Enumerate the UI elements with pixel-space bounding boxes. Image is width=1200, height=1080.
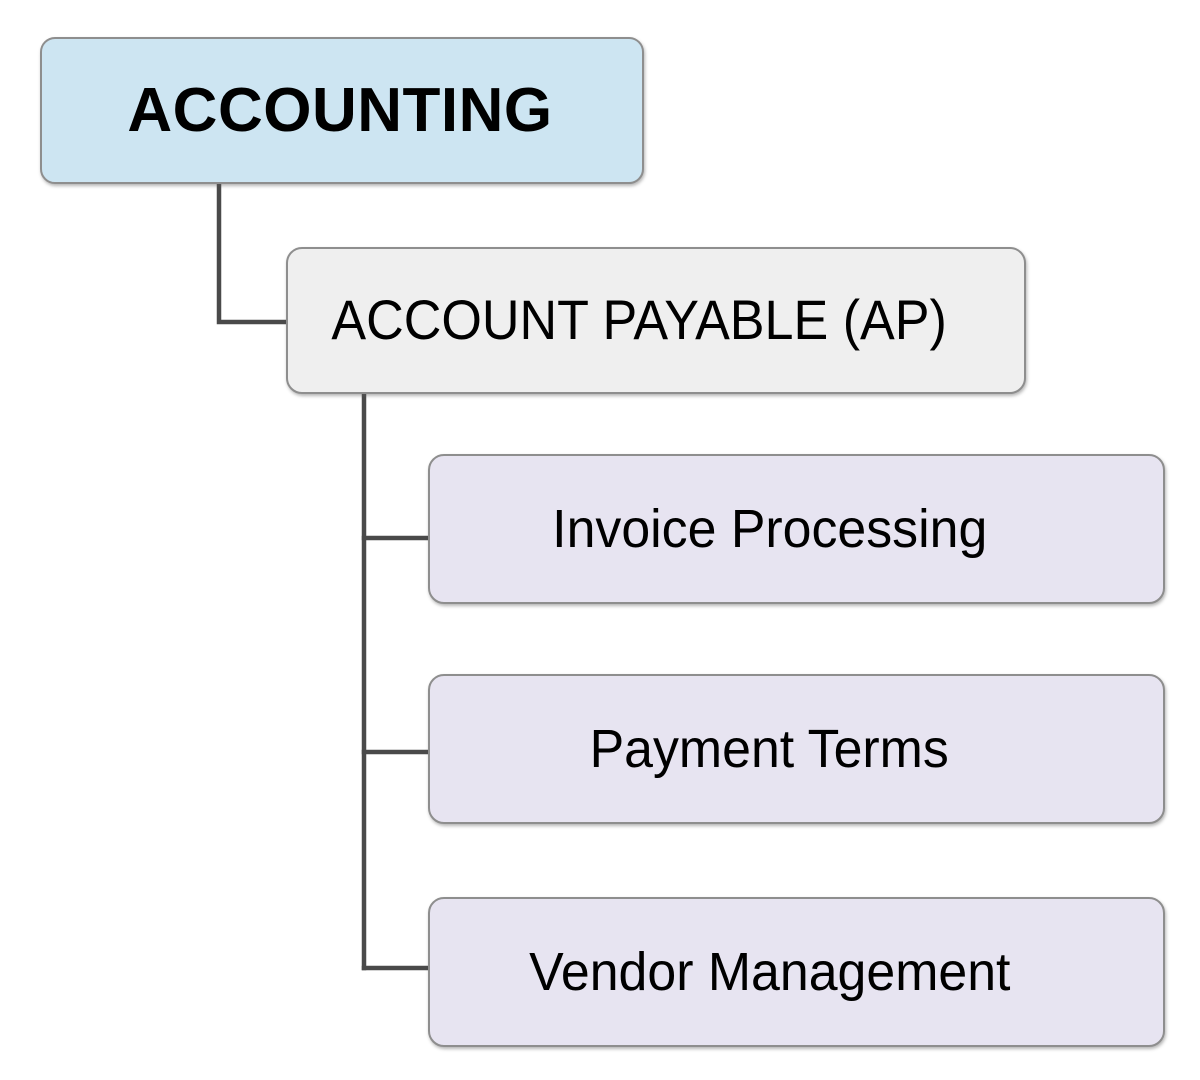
- node-accounting-label: ACCOUNTING: [127, 75, 553, 145]
- edge-accounting-to-account-payable: [216, 182, 293, 325]
- node-accounting[interactable]: ACCOUNTING: [40, 37, 644, 184]
- node-invoice-processing-label: Invoice Processing: [552, 498, 988, 559]
- node-vendor-management[interactable]: Vendor Management: [428, 897, 1165, 1047]
- node-account-payable-label: ACCOUNT PAYABLE (AP): [331, 288, 947, 352]
- node-account-payable[interactable]: ACCOUNT PAYABLE (AP): [286, 247, 1026, 394]
- node-vendor-management-label: Vendor Management: [528, 941, 1011, 1002]
- node-payment-terms[interactable]: Payment Terms: [428, 674, 1165, 824]
- node-payment-terms-label: Payment Terms: [590, 718, 950, 779]
- node-invoice-processing[interactable]: Invoice Processing: [428, 454, 1165, 604]
